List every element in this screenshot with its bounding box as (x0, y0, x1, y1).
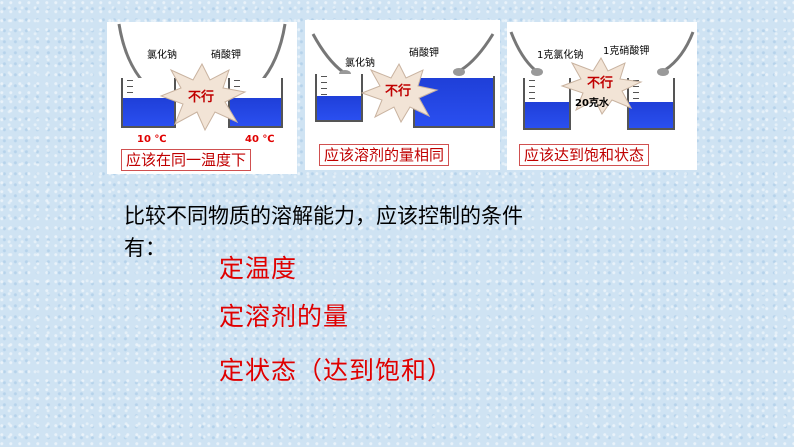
beaker-right (228, 78, 283, 128)
experiment-panel-saturation: 1克氯化钠 1克硝酸钾 不行 20克水 应该达到饱和状态 (507, 22, 697, 170)
answer-fixed-solvent-amount: 定溶剂的量 (219, 302, 350, 331)
not-allowed-text: 不行 (188, 90, 215, 105)
caption-same-temperature: 应该在同一温度下 (121, 149, 252, 171)
label-20g-water: 20克水 (575, 98, 609, 109)
label-sodium-chloride: 氯化钠 (345, 58, 375, 69)
answer-fixed-temperature: 定温度 (219, 254, 298, 283)
label-1g-sodium-chloride: 1克氯化钠 (537, 50, 584, 61)
temperature-right: 40 ℃ (245, 134, 275, 145)
spoons-illustration (509, 31, 695, 76)
answer-fixed-state-saturated: 定状态（达到饱和） (219, 356, 454, 385)
experiment-panel-solvent: 氯化钠 硝酸钾 不行 应该溶剂的量相同 (305, 20, 500, 170)
beaker-large (413, 76, 495, 128)
label-potassium-nitrate: 硝酸钾 (211, 50, 241, 61)
not-allowed-text: 不行 (385, 84, 412, 99)
not-allowed-text: 不行 (587, 76, 614, 91)
experiment-panel-temperature: 氯化钠 硝酸钾 不行 10 ℃ 40 ℃ 应该在同一温度下 (107, 22, 297, 174)
temperature-left: 10 ℃ (137, 134, 167, 145)
burst-shape (159, 62, 247, 132)
label-1g-potassium-nitrate: 1克硝酸钾 (603, 46, 650, 57)
question-line-1: 比较不同物质的溶解能力，应该控制的条件 (124, 204, 523, 228)
burst-shape (360, 62, 439, 124)
burst-shape (560, 56, 643, 115)
caption-same-solvent: 应该溶剂的量相同 (319, 144, 450, 166)
beaker-small (315, 74, 363, 122)
beaker-left (121, 78, 176, 128)
label-sodium-chloride: 氯化钠 (147, 50, 177, 61)
question-line-2: 有： (124, 236, 166, 260)
beaker-right (627, 78, 675, 130)
beaker-left (523, 78, 571, 130)
label-potassium-nitrate: 硝酸钾 (409, 48, 439, 59)
caption-saturated-state: 应该达到饱和状态 (519, 144, 650, 166)
